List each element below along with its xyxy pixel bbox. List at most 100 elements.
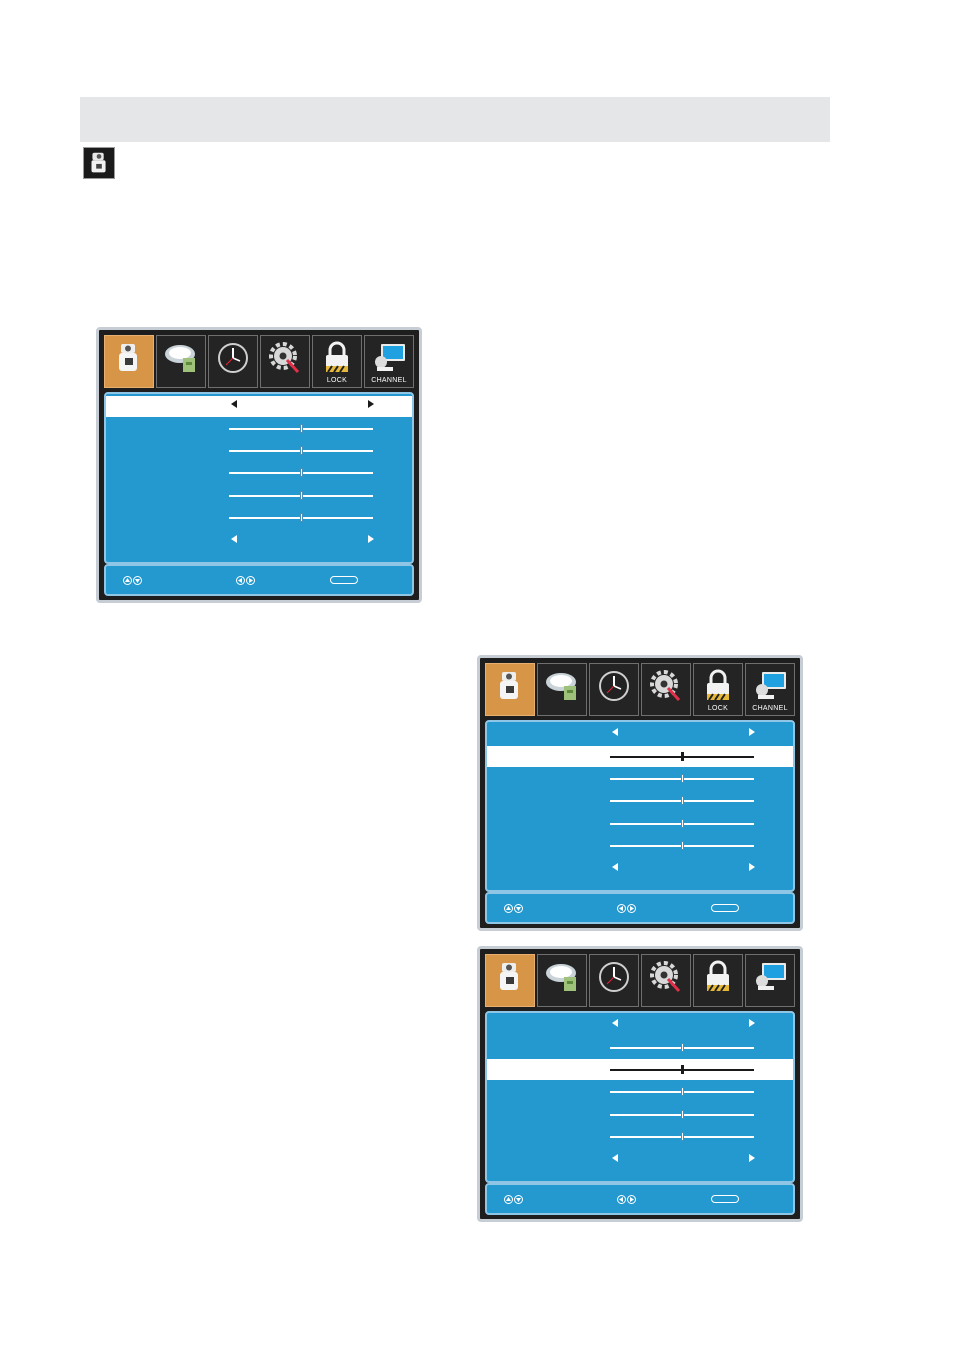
updown-keys-hint (504, 904, 523, 913)
menu-row[interactable] (487, 1081, 793, 1102)
arrow-right-icon[interactable] (749, 728, 755, 736)
tab-channel-monitor[interactable]: CHANNEL (364, 335, 414, 388)
slider-track[interactable] (610, 1065, 754, 1074)
tab-lock[interactable]: LOCK (312, 335, 362, 388)
updown-keys-hint (123, 576, 142, 585)
menu-row[interactable] (487, 835, 793, 856)
tab-label: LOCK (326, 377, 348, 384)
menu-row[interactable] (487, 768, 793, 789)
slider-handle[interactable] (300, 468, 303, 477)
slider-track[interactable] (610, 1087, 754, 1096)
menu-row[interactable] (487, 1150, 793, 1171)
slider-handle[interactable] (300, 446, 303, 455)
arrow-left-icon[interactable] (612, 728, 618, 736)
slider-track[interactable] (229, 446, 373, 455)
right-arrow-icon (246, 576, 255, 585)
up-arrow-icon (504, 904, 513, 913)
slider-handle[interactable] (300, 424, 303, 433)
menu-row[interactable] (106, 418, 412, 439)
menu-row[interactable] (487, 790, 793, 811)
tab-channel-monitor[interactable]: CHANNEL (745, 663, 795, 716)
slider-track[interactable] (229, 491, 373, 500)
menu-row[interactable] (106, 507, 412, 528)
section-header-bar (80, 97, 830, 142)
tab-setup-gear[interactable] (641, 954, 691, 1007)
menu-row[interactable] (106, 440, 412, 461)
navigation-hint-bar (485, 1183, 795, 1215)
slider-track[interactable] (610, 841, 754, 850)
menu-row[interactable] (487, 1104, 793, 1125)
slider-track[interactable] (610, 819, 754, 828)
tab-setup-gear[interactable] (641, 663, 691, 716)
slider-handle[interactable] (300, 513, 303, 522)
menu-row[interactable] (487, 1126, 793, 1147)
down-arrow-icon (133, 576, 142, 585)
tab-picture-camera[interactable] (104, 335, 154, 388)
arrow-right-icon[interactable] (368, 400, 374, 408)
left-arrow-icon (236, 576, 245, 585)
tab-setup-gear[interactable] (260, 335, 310, 388)
menu-row[interactable] (487, 1037, 793, 1058)
settings-panel (485, 1011, 795, 1183)
slider-handle[interactable] (681, 1087, 684, 1096)
slider-track[interactable] (610, 796, 754, 805)
slider-handle[interactable] (681, 752, 684, 761)
arrow-left-icon[interactable] (612, 1154, 618, 1162)
menu-tab-bar: LOCK CHANNEL (485, 663, 795, 716)
slider-track[interactable] (610, 1110, 754, 1119)
menu-row[interactable] (487, 1059, 793, 1080)
arrow-right-icon[interactable] (368, 535, 374, 543)
menu-row[interactable] (106, 531, 412, 552)
leftright-keys-hint (617, 904, 636, 913)
slider-handle[interactable] (681, 1043, 684, 1052)
arrow-left-icon[interactable] (231, 400, 237, 408)
slider-handle[interactable] (300, 491, 303, 500)
slider-track[interactable] (229, 513, 373, 522)
slider-handle[interactable] (681, 819, 684, 828)
slider-handle[interactable] (681, 1065, 684, 1074)
menu-row[interactable] (487, 1015, 793, 1036)
tab-sound-disc[interactable] (537, 954, 587, 1007)
up-arrow-icon (123, 576, 132, 585)
arrow-right-icon[interactable] (749, 1154, 755, 1162)
slider-track[interactable] (610, 1132, 754, 1141)
menu-row[interactable] (487, 724, 793, 745)
menu-row[interactable] (106, 396, 412, 417)
slider-track[interactable] (610, 752, 754, 761)
slider-handle[interactable] (681, 841, 684, 850)
slider-track[interactable] (610, 774, 754, 783)
arrow-left-icon[interactable] (231, 535, 237, 543)
tab-label: CHANNEL (752, 705, 788, 712)
arrow-right-icon[interactable] (749, 863, 755, 871)
slider-handle[interactable] (681, 796, 684, 805)
slider-handle[interactable] (681, 1132, 684, 1141)
left-arrow-icon (617, 904, 626, 913)
menu-row[interactable] (106, 485, 412, 506)
osd-screen-2: LOCK CHANNEL (477, 655, 803, 931)
navigation-hint-bar (104, 564, 414, 596)
arrow-left-icon[interactable] (612, 1019, 618, 1027)
tab-clock[interactable] (589, 954, 639, 1007)
slider-handle[interactable] (681, 1110, 684, 1119)
tab-picture-camera[interactable] (485, 663, 535, 716)
tab-lock[interactable]: LOCK (693, 663, 743, 716)
tab-picture-camera[interactable] (485, 954, 535, 1007)
arrow-right-icon[interactable] (749, 1019, 755, 1027)
slider-handle[interactable] (681, 774, 684, 783)
menu-key-icon (711, 1195, 739, 1203)
slider-track[interactable] (229, 424, 373, 433)
tab-sound-disc[interactable] (537, 663, 587, 716)
menu-row[interactable] (487, 859, 793, 880)
tab-clock[interactable] (589, 663, 639, 716)
menu-row[interactable] (487, 746, 793, 767)
tab-channel-monitor[interactable] (745, 954, 795, 1007)
tab-clock[interactable] (208, 335, 258, 388)
menu-row[interactable] (487, 813, 793, 834)
tab-sound-disc[interactable] (156, 335, 206, 388)
down-arrow-icon (514, 904, 523, 913)
slider-track[interactable] (610, 1043, 754, 1052)
arrow-left-icon[interactable] (612, 863, 618, 871)
tab-lock[interactable] (693, 954, 743, 1007)
slider-track[interactable] (229, 468, 373, 477)
menu-row[interactable] (106, 462, 412, 483)
